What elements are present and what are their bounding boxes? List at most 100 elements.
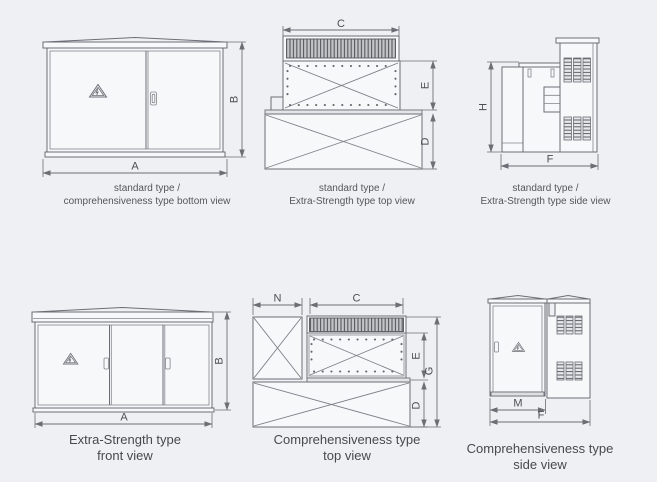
caption-comprehensiveness-top-view: Comprehensiveness type top view [247,432,447,463]
hv-tower-cap [555,37,600,44]
figure-standard-side-view: H F [478,37,600,170]
dim-label-D: D [420,137,432,145]
caption-standard-bottom-view: standard type / comprehensiveness type b… [27,183,267,208]
dimension-upper-E: E [406,332,428,381]
ventilation-grille-ribs [309,317,404,332]
hinge-mark [550,68,555,78]
door-frame [37,324,210,406]
dim-label-F: F [547,154,554,166]
caption-line: Extra-Strength type side view [480,195,611,207]
figure-extra-strength-front-view: B A [31,306,231,428]
dim-label-E: E [420,82,432,89]
bolt-dots [286,64,397,107]
dimension-width-A: A [34,412,213,428]
cross-brace [253,317,302,379]
dimension-width-F: F [489,398,591,426]
caption-line: Comprehensiveness type [466,441,614,456]
roof-ridge-line [44,36,226,43]
dimension-upper-E: E [400,60,437,111]
caption-line: standard type / [113,183,181,194]
roof-panel-right [546,298,591,304]
cabinet-base [44,151,226,158]
roof-ridge-line [33,306,212,313]
dimension-box-N: N [252,293,303,315]
caption-line: Comprehensiveness type [273,432,421,447]
louver-group-lower [563,116,591,141]
base-flange [264,109,423,115]
caption-standard-side-view: standard type / Extra-Strength type side… [448,183,643,208]
dimension-width-F: F [500,154,599,170]
dim-label-B: B [214,357,226,364]
dimension-lower-D: D [420,113,437,170]
dim-label-C: C [353,293,361,305]
caption-line: Extra-Strength type top view [289,195,415,207]
roof-panel-left [487,298,548,304]
dimension-total-G: G [406,316,441,428]
door-frame [49,50,221,150]
dimension-height-B: B [214,311,231,411]
corner-filler [548,302,556,317]
hinge-mark [527,68,532,78]
door-side-panel [501,66,524,153]
door-bottom-sill [490,391,545,397]
louver-group-upper [563,57,591,83]
dimension-door-M: M [489,398,546,414]
door-handle [150,91,157,106]
ventilation-grille-ribs [286,38,396,59]
louver-group-upper [556,315,583,335]
roof-panel [42,41,228,49]
middle-compartment [522,66,561,153]
figure-standard-top-view: C E D [264,18,437,170]
figure-comprehensiveness-top-view: N C E D [252,293,441,428]
dim-label-B: B [229,96,241,103]
cross-brace [265,114,422,169]
dim-label-F: F [538,410,545,422]
dim-label-C: C [337,18,345,30]
dim-label-E: E [411,352,423,359]
caption-line: side view [513,456,567,472]
roof-ridge-line [489,294,546,300]
door-divider-gaps [110,325,166,405]
cabinet-base [32,407,215,413]
cabinet-body [46,47,224,153]
dimension-width-C: C [309,293,404,314]
caption-line: standard type / [318,183,386,194]
dimension-lower-D: D [410,381,428,428]
bolt-dots [310,338,403,373]
middle-top-lip [518,62,561,68]
door-handle [494,341,499,353]
door-handle [103,357,109,370]
dim-label-M: M [513,398,522,410]
cross-brace [309,335,404,376]
caption-line: top view [323,447,371,463]
figure-comprehensiveness-side-view: M F [487,294,591,426]
dimension-height-B: B [225,41,246,158]
dim-label-A: A [131,161,139,173]
caption-extra-strength-front-view: Extra-Strength type front view [25,432,225,463]
cabinet-body [34,321,213,409]
dim-label-A: A [120,412,128,424]
louver-group-lower [556,361,583,381]
figure-standard-bottom-view: B A [42,36,246,177]
dimension-width-A: A [42,159,228,177]
dimension-width-C: C [282,18,400,36]
cross-brace [253,382,410,427]
caption-line: standard type / [512,183,579,194]
transformer-bay-inner [308,334,405,377]
dim-label-G: G [424,367,436,376]
dim-label-N: N [274,293,282,305]
side-step [270,96,284,111]
roof-ridge-line [547,294,590,300]
caption-line: front view [97,447,153,463]
caption-line: comprehensiveness type bottom view [63,195,231,207]
door-handle [165,357,171,370]
roof-panel [31,311,214,323]
dim-label-D: D [411,401,423,409]
caption-standard-top-view: standard type / Extra-Strength type top … [262,183,442,208]
caption-line: Extra-Strength type [69,432,181,447]
dimension-height-H: H [478,61,519,153]
base-flange [306,377,411,383]
cross-brace [284,62,399,109]
